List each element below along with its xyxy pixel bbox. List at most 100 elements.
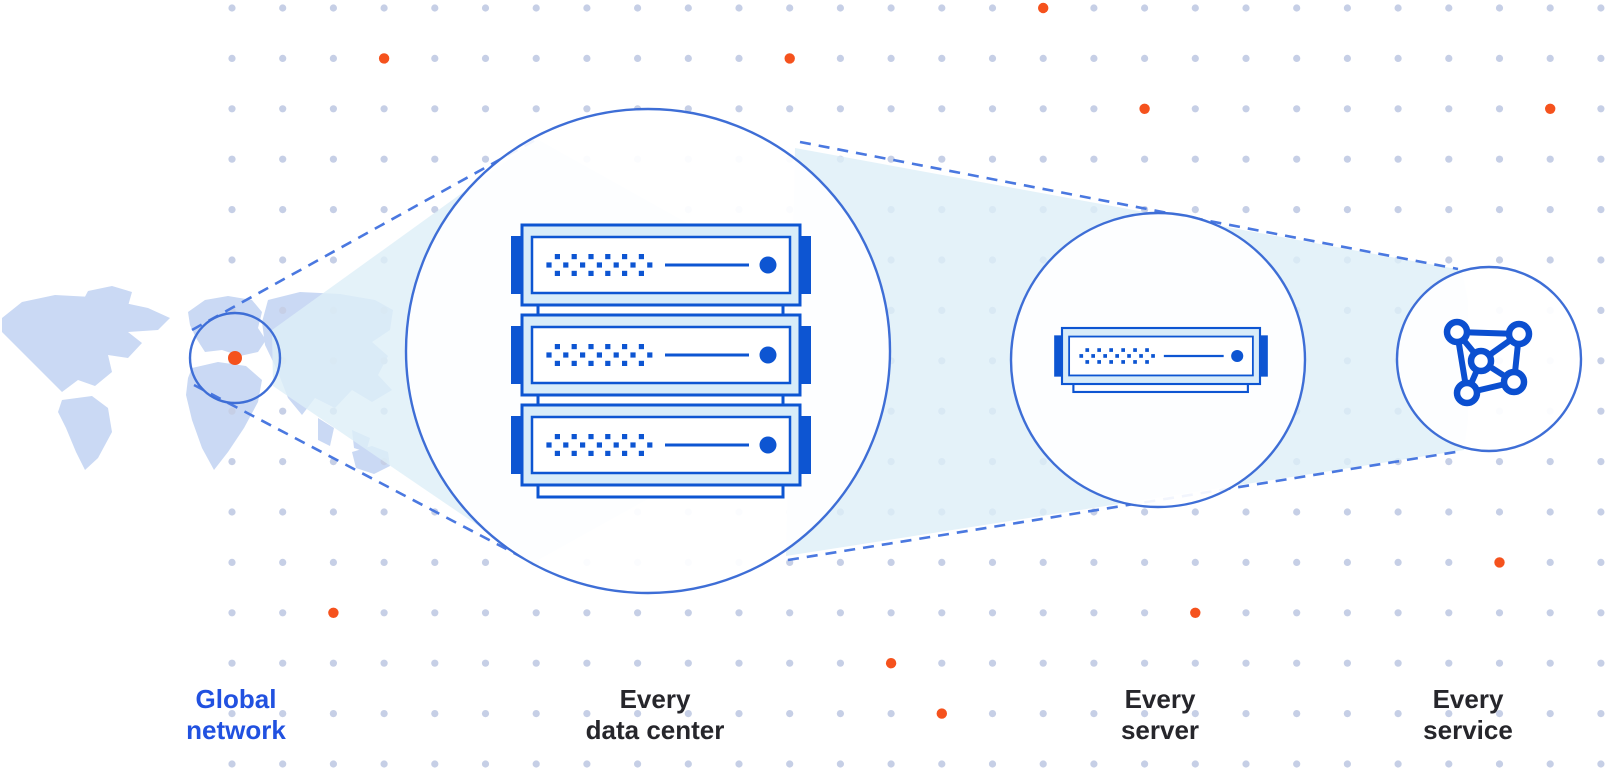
- grid-dot: [1242, 558, 1250, 567]
- grid-dot: [279, 54, 287, 63]
- grid-dot: [1191, 760, 1199, 768]
- grid-dot: [1495, 760, 1504, 768]
- grid-dot: [1445, 206, 1453, 214]
- grid-dot: [329, 155, 337, 163]
- server-led-dot: [1231, 349, 1244, 363]
- grid-dot: [1191, 558, 1199, 567]
- grid-dot: [887, 105, 895, 113]
- caption-every-server: Every server: [1121, 684, 1199, 746]
- orange-grid-dot: [1545, 103, 1556, 115]
- grid-dot: [583, 710, 591, 718]
- grid-dot: [279, 105, 287, 113]
- grid-dot: [228, 105, 236, 113]
- grid-dot: [1242, 155, 1250, 163]
- grid-dot: [1597, 206, 1605, 214]
- grid-dot: [1343, 710, 1351, 718]
- grid-dot: [1039, 609, 1047, 617]
- caption-every-service: Every service: [1423, 684, 1513, 746]
- grid-dot: [1343, 54, 1351, 63]
- grid-dot: [836, 609, 845, 617]
- grid-dot: [988, 710, 997, 718]
- grid-dot: [735, 659, 743, 667]
- grid-dot: [988, 760, 997, 768]
- grid-dot: [279, 558, 287, 567]
- grid-dot: [1191, 206, 1199, 214]
- grid-dot: [1293, 105, 1301, 113]
- grid-dot: [1546, 155, 1554, 163]
- grid-dot: [735, 710, 743, 718]
- grid-dot: [1090, 609, 1098, 617]
- grid-dot: [1445, 458, 1453, 466]
- grid-dot: [1394, 105, 1402, 113]
- grid-dot: [938, 105, 946, 113]
- grid-dot: [786, 609, 794, 617]
- grid-dot: [329, 4, 337, 12]
- grid-dot: [1090, 710, 1098, 718]
- grid-dot: [532, 659, 540, 667]
- grid-dot: [431, 760, 439, 768]
- grid-dot: [1495, 105, 1504, 113]
- global-network-circle: [188, 311, 282, 405]
- grid-dot: [279, 407, 287, 415]
- grid-dot: [481, 105, 490, 113]
- grid-dot: [380, 558, 388, 567]
- grid-dot: [1546, 54, 1554, 63]
- caption-line: Global: [195, 684, 277, 714]
- grid-dot: [228, 659, 236, 667]
- grid-dot: [1445, 558, 1453, 567]
- grid-dot: [228, 760, 236, 768]
- grid-dot: [836, 54, 845, 63]
- server-panel: [530, 325, 792, 385]
- orange-grid-dot: [378, 53, 390, 64]
- grid-dot: [1546, 760, 1554, 768]
- grid-dot: [1597, 760, 1605, 768]
- grid-dot: [1546, 4, 1554, 12]
- grid-dot: [887, 710, 895, 718]
- grid-dot: [1495, 4, 1504, 12]
- grid-dot: [228, 256, 236, 264]
- server-icon: [511, 313, 811, 407]
- grid-dot: [1039, 710, 1047, 718]
- grid-dot: [431, 105, 439, 113]
- grid-dot: [1445, 54, 1453, 63]
- grid-dot: [1343, 508, 1351, 516]
- orange-grid-dot: [1038, 2, 1049, 14]
- grid-dot: [938, 609, 946, 617]
- grid-dot: [228, 4, 236, 12]
- caption-every-data-center: Every data center: [586, 684, 725, 746]
- grid-dot: [887, 558, 895, 567]
- grid-dot: [1191, 659, 1199, 667]
- grid-dot: [1343, 558, 1351, 567]
- grid-dot: [329, 659, 337, 667]
- grid-dot: [684, 609, 692, 617]
- grid-dot: [1039, 760, 1047, 768]
- grid-dot: [431, 558, 439, 567]
- grid-dot: [988, 558, 997, 567]
- grid-dot: [887, 760, 895, 768]
- grid-dot: [1597, 558, 1605, 567]
- server-panel: [530, 235, 792, 295]
- grid-dot: [1495, 155, 1504, 163]
- server-panel: [530, 415, 792, 475]
- grid-dot: [481, 558, 490, 567]
- grid-dot: [1445, 659, 1453, 667]
- server-led-dot: [759, 256, 777, 274]
- grid-dot: [1394, 4, 1402, 12]
- grid-dot: [329, 256, 337, 264]
- grid-dot: [380, 760, 388, 768]
- grid-dot: [583, 4, 591, 12]
- grid-dot: [1597, 609, 1605, 617]
- caption-line: server: [1120, 715, 1200, 745]
- grid-dot: [1090, 659, 1098, 667]
- grid-dot: [1343, 760, 1351, 768]
- grid-dot: [1597, 4, 1605, 12]
- grid-dot: [836, 4, 845, 12]
- grid-dot: [228, 458, 236, 466]
- orange-grid-dot: [1494, 557, 1505, 568]
- grid-dot: [786, 4, 794, 12]
- grid-dot: [1191, 105, 1199, 113]
- grid-dot: [1445, 256, 1453, 264]
- grid-dot: [1445, 710, 1453, 718]
- server-left-ear: [1054, 335, 1064, 377]
